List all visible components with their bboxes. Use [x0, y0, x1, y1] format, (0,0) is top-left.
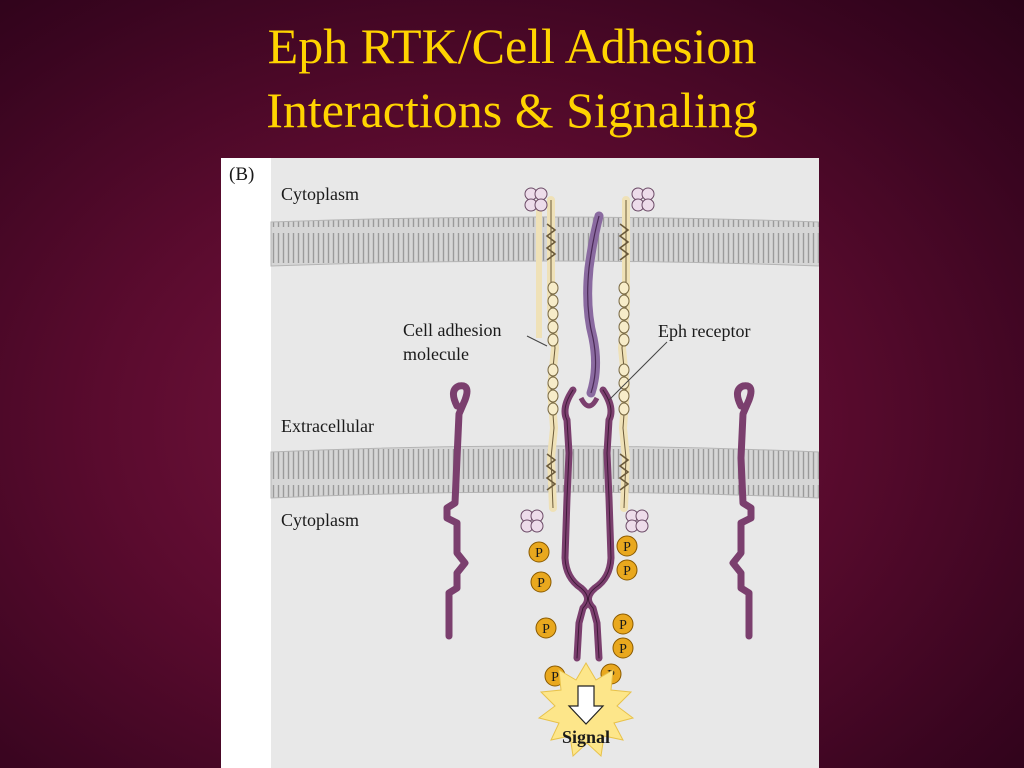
label-cytoplasm-bottom: Cytoplasm [281, 510, 359, 530]
cytoplasmic-domain-clusters-bottom [520, 509, 649, 533]
panel-label: (B) [229, 164, 254, 185]
phosphate-label: P [623, 564, 631, 579]
label-cytoplasm-top: Cytoplasm [281, 184, 359, 204]
phosphate-label: P [537, 576, 545, 591]
phosphate-label: P [551, 670, 559, 685]
label-cell-adhesion-line-1: Cell adhesion [403, 320, 501, 340]
membrane-top [270, 216, 819, 267]
diagram-canvas: P P P P P P P P P (B) Cytoplasm Cell adh… [229, 158, 819, 768]
cytoplasmic-domain-clusters-top [524, 187, 655, 212]
phosphate-label: P [619, 618, 627, 633]
adhesion-beads [547, 281, 630, 416]
signal-arrow-icon [567, 685, 605, 725]
eph-adhesion-figure: P P P P P P P P P (B) Cytoplasm Cell adh… [221, 158, 819, 768]
eph-receptor-monomer-right [729, 382, 755, 640]
label-eph-receptor: Eph receptor [658, 321, 750, 341]
label-cell-adhesion-line-2: molecule [403, 344, 469, 364]
slide-title-line-2: Interactions & Signaling [266, 82, 758, 138]
slide-title: Eph RTK/Cell Adhesion Interactions & Sig… [0, 14, 1024, 142]
phosphate-label: P [623, 540, 631, 555]
phosphate-label: P [542, 622, 550, 637]
label-extracellular: Extracellular [281, 416, 374, 436]
membrane-bottom [270, 445, 819, 499]
label-signal: Signal [562, 727, 610, 747]
eph-receptor-upper [578, 211, 604, 409]
phosphate-label: P [535, 546, 543, 561]
slide-title-line-1: Eph RTK/Cell Adhesion [267, 18, 757, 74]
transmembrane-helices [545, 223, 630, 491]
eph-receptor-monomer-left [443, 382, 471, 640]
signal-burst [537, 662, 635, 758]
phosphate-label: P [619, 642, 627, 657]
eph-receptor-dimer [561, 386, 615, 662]
leader-lines [526, 335, 668, 401]
